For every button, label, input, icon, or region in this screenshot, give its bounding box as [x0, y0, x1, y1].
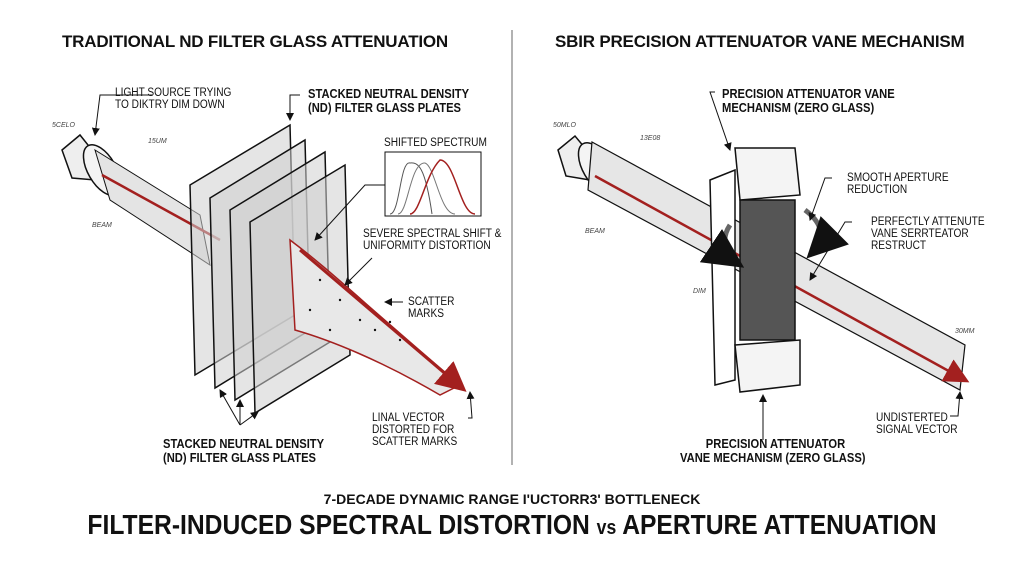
- dim-label: 15um: [148, 138, 167, 145]
- nd-filter-plates: [189, 123, 351, 415]
- label-spectral-shift: SEVERE SPECTRAL SHIFT &UNIFORMITY DISTOR…: [363, 228, 502, 253]
- scatter-marks: [308, 278, 402, 342]
- dim-label: 13e08: [640, 135, 661, 142]
- footer-title: FILTER-INDUCED SPECTRAL DISTORTION vs AP…: [87, 509, 937, 540]
- label-shifted-spectrum: SHIFTED SPECTRUM: [384, 137, 487, 149]
- right-panel-title: SBIR PRECISION ATTENUATOR VANE MECHANISM: [555, 32, 965, 51]
- dim-label: BEAM: [92, 222, 112, 229]
- dim-label: 30MM: [955, 328, 975, 335]
- dim-label: 5Celo: [52, 122, 75, 129]
- label-plates-bottom: STACKED NEUTRAL DENSITY(ND) FILTER GLASS…: [163, 436, 325, 465]
- label-plates-top: STACKED NEUTRAL DENSITY(ND) FILTER GLASS…: [308, 86, 470, 115]
- footer-subtitle: 7-DECADE DYNAMIC RANGE I'UCTORR3' BOTTLE…: [323, 491, 701, 507]
- dim-label: BEAM: [585, 228, 605, 235]
- attenuator-vane-mechanism: [699, 147, 849, 393]
- shifted-spectrum-chart: [384, 151, 482, 217]
- dim-label: DIM: [693, 288, 706, 295]
- dim-label: 50mlo: [553, 122, 576, 129]
- left-panel-title: TRADITIONAL ND FILTER GLASS ATTENUATION: [62, 32, 449, 51]
